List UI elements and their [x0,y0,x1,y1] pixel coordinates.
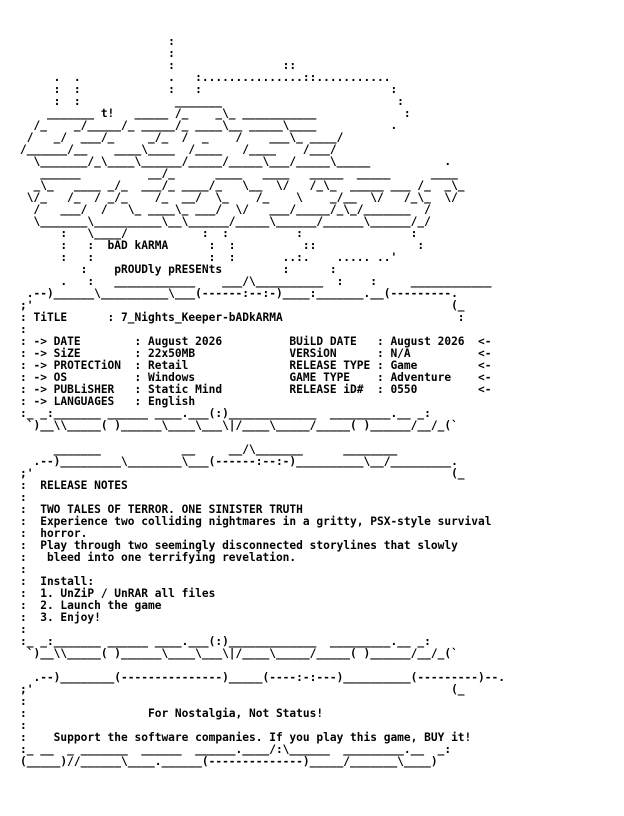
nfo-line: : 1. UnZiP / UnRAR all files [20,587,216,600]
nfo-line: : [20,623,27,636]
nfo-line: : : bAD kARMA : : :: : [20,239,425,252]
nfo-line: ______ __/_ ____ ____ _____ _____ ____ [20,167,458,180]
nfo-line: : -> LANGUAGES : English [20,395,196,408]
nfo-line: . . . :...............::........... [20,71,391,84]
nfo-line: `)__\\_____( )______\____\___\|/____\___… [20,419,458,432]
nfo-line: : -> PUBLiSHER : Static Mind RELEASE iD#… [20,383,492,396]
nfo-line: .--)________(---------------)_____(----:… [20,671,505,684]
nfo-line: \/_ /_ / _/_ /_ __/ \_ /_ \ _/__ \/ /_\_… [20,191,458,204]
nfo-line: : Support the software companies. If you… [20,731,472,744]
nfo-line: : -> PROTECTiON : Retail RELEASE TYPE : … [20,359,492,372]
nfo-line: / _/ ___/_ _/_ / _ / ___\_ ____/ [20,131,344,144]
nfo-line: (_____)//______\____.______(------------… [20,755,438,768]
nfo-line: : -> SiZE : 22x50MB VERSiON : N/A <- [20,347,492,360]
nfo-line: : [20,719,27,732]
nfo-line: : : _______ : [20,95,404,108]
nfo-line: : bleed into one terrifying revelation. [20,551,297,564]
nfo-line: : : : : : [20,83,398,96]
nfo-line: : Play through two seemingly disconnecte… [20,539,458,552]
nfo-line: _______ __ __/\_______ ________ [20,443,398,456]
nfo-line: : 2. Launch the game [20,599,162,612]
nfo-line: .--)_________\________\___(------:--:-)_… [20,455,458,468]
nfo-line: : pROUDly pRESENts : : [20,263,337,276]
nfo-line: : TiTLE : 7_Nights_Keeper-bADkARMA : [20,311,465,324]
nfo-line: : horror. [20,527,88,540]
nfo-document: : : : :: . . . :...............::.......… [20,36,505,768]
nfo-line: :_ __ _ _______ ______ ______.____/:\___… [20,743,452,756]
nfo-line: : -> OS : Windows GAME TYPE : Adventure … [20,371,492,384]
nfo-line: _______ t! _____ /_ _\_ ___________ : [20,107,411,120]
nfo-line: _\_ ____ _/_ ___/_ ____/_ \__ \/ /_\_ __… [20,179,465,192]
nfo-line: : [20,323,27,336]
nfo-line: : : : : ..:. ..... ..' [20,251,398,264]
nfo-line: : For Nostalgia, Not Status! [20,707,324,720]
nfo-line: ;' (_ [20,683,465,696]
nfo-line: . : ____________ ___/\__________ : : ___… [20,275,492,288]
nfo-line: .--)______\__________\___(------:--:-)__… [20,287,458,300]
nfo-line: ;' (_ [20,467,465,480]
nfo-line: :_ _:_______ ______ ____.___(:)_________… [20,635,431,648]
nfo-line: : [20,35,175,48]
nfo-line: : [20,47,175,60]
nfo-line: : RELEASE NOTES [20,479,128,492]
nfo-line: / ___/ / \_ ____\_ ___/ \/ ___/_____/_\_… [20,203,431,216]
nfo-line: ;' (_ [20,299,465,312]
nfo-line: /______/__ ____\____ /____ /____ /___/ [20,143,337,156]
nfo-line: : \____/ : : : : [20,227,418,240]
nfo-line: \_______\__________\__\______/_____\____… [20,215,431,228]
nfo-line: `)__\\_____( )______\____\___\|/____\___… [20,647,458,660]
nfo-line: : [20,563,27,576]
nfo-line: : Experience two colliding nightmares in… [20,515,492,528]
nfo-line: : [20,491,27,504]
nfo-line: : 3. Enjoy! [20,611,101,624]
nfo-line: :_ _:_______ ______ ____.___(:)_________… [20,407,431,420]
nfo-line: /_ _/_____/_ _____/_ ____\__ _____\____ … [20,119,398,132]
nfo-line: : [20,695,27,708]
nfo-line: : Install: [20,575,95,588]
nfo-line: : :: [20,59,303,72]
nfo-line: \_______/_\____\______/_____/_____\___/_… [20,155,452,168]
nfo-line: : TWO TALES OF TERROR. ONE SINISTER TRUT… [20,503,303,516]
nfo-line: : -> DATE : August 2026 BUiLD DATE : Aug… [20,335,492,348]
